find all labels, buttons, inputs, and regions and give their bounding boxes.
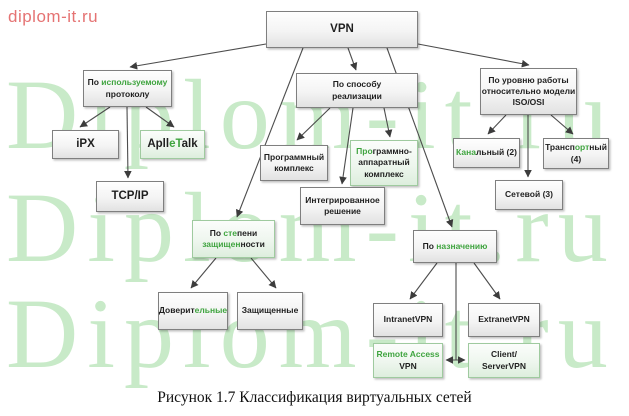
highlighted-word: Кана	[456, 147, 476, 158]
highlighted-word: сте	[223, 227, 238, 238]
node-label: Доверительные	[158, 305, 228, 316]
node-label: AplleTalk	[147, 138, 198, 151]
node-appletalk: AplleTalk	[140, 130, 205, 159]
highlighted-word: используемому	[101, 77, 168, 88]
highlighted-word: Remote Access	[376, 349, 440, 360]
node-trusted: Доверительные	[158, 292, 228, 330]
node-label: По назначению	[422, 240, 488, 251]
node-by-purpose: По назначению	[413, 230, 497, 263]
node-ipx: iPX	[52, 130, 119, 159]
node-extranet-vpn: ExtranetVPN	[468, 303, 540, 337]
node-label: Client/ServerVPN	[482, 349, 526, 371]
node-label: iPX	[76, 138, 95, 151]
node-tcpip: TCP/IP	[96, 181, 164, 212]
node-protected: Защищенные	[237, 292, 303, 330]
node-label: VPN	[330, 23, 354, 36]
highlighted-word: назначению	[436, 240, 488, 251]
highlighted-word: орт	[574, 142, 590, 153]
highlighted-word: Про	[356, 146, 373, 157]
figure-caption: Рисунок 1.7 Классификация виртуальных се…	[157, 389, 472, 406]
highlighted-word: eT	[169, 138, 182, 151]
node-network-layer: Сетевой (3)	[495, 180, 563, 210]
node-intranet-vpn: IntranetVPN	[373, 303, 443, 337]
node-vpn: VPN	[266, 11, 418, 48]
node-label: Канальный (2)	[456, 147, 517, 158]
node-label: Транспортный(4)	[545, 142, 607, 164]
node-label: ExtranetVPN	[478, 314, 530, 325]
node-label: Сетевой (3)	[505, 189, 553, 200]
highlighted-word: ельные	[194, 305, 228, 316]
node-channel-layer: Канальный (2)	[453, 138, 520, 168]
node-label: IntranetVPN	[383, 314, 433, 325]
highlighted-word: защищен	[202, 239, 241, 249]
node-label: Защищенные	[241, 305, 299, 316]
node-client-server-vpn: Client/ServerVPN	[468, 343, 540, 378]
node-transport-layer: Транспортный(4)	[543, 138, 609, 169]
node-label: TCP/IP	[111, 190, 149, 203]
site-watermark-text: diplom-it.ru	[8, 7, 99, 26]
